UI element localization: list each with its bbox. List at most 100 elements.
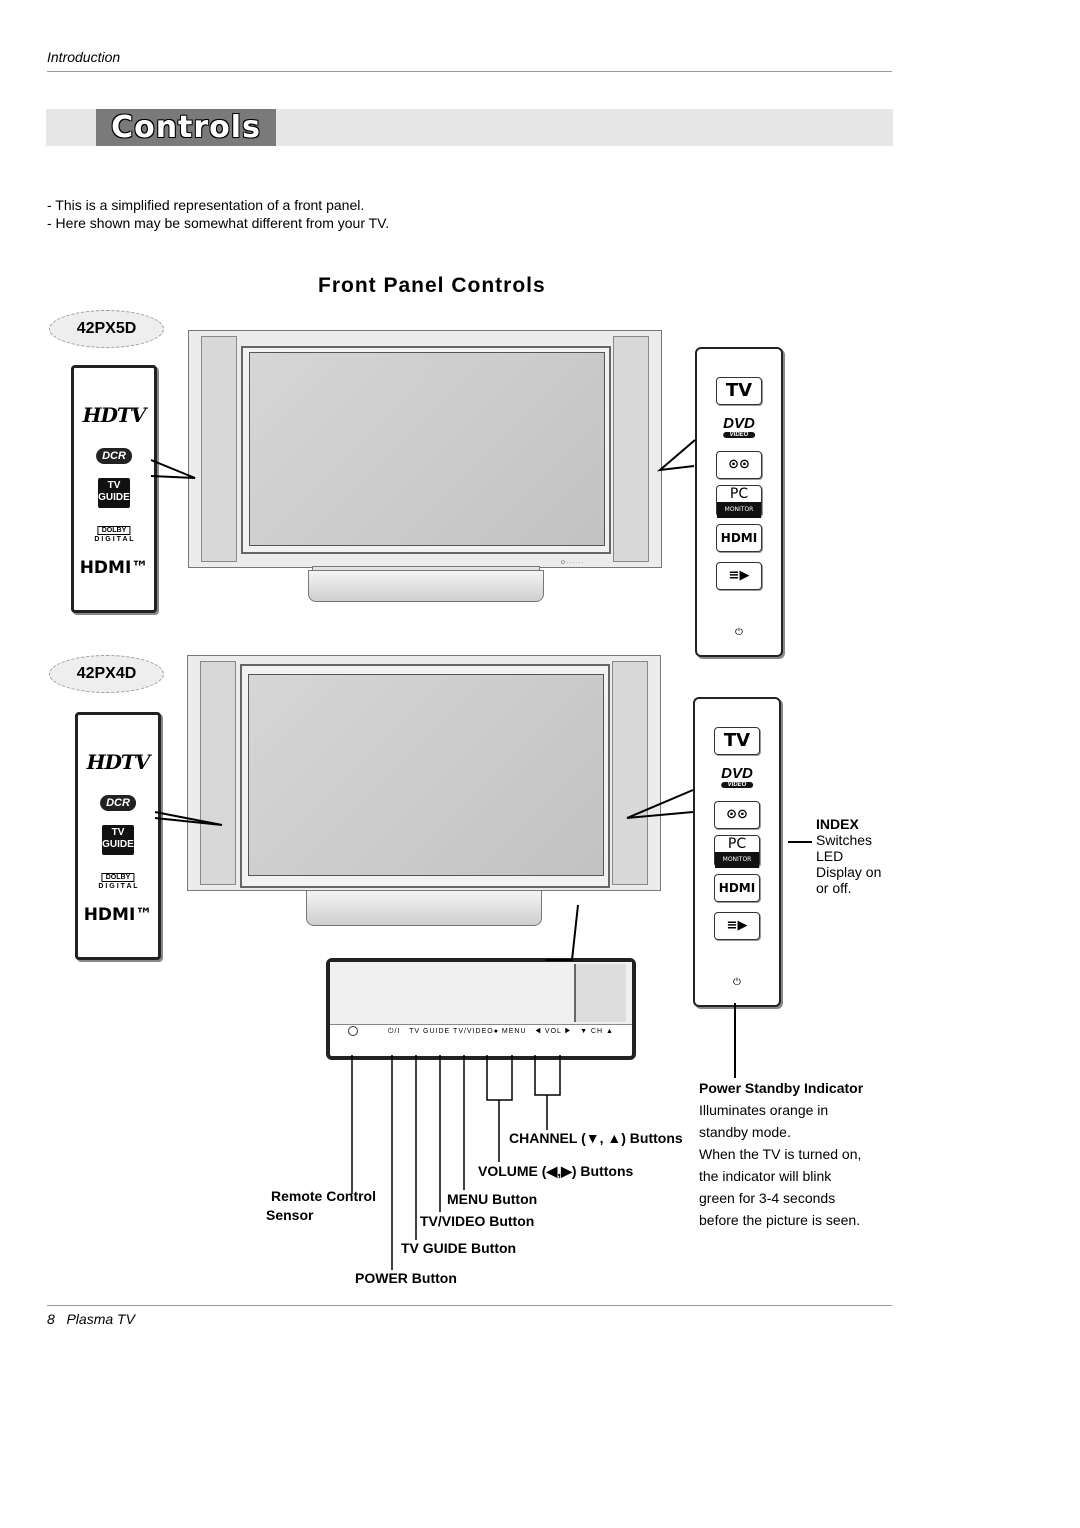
index-desc-line: Switches (816, 832, 873, 848)
hdtv-logo: HDTV (86, 750, 151, 774)
tvguide-logo-top: TV (111, 827, 125, 838)
note-line-2: - Here shown may be somewhat different f… (47, 215, 390, 231)
dolby-logo-text: DOLBY (101, 873, 135, 882)
panel-button-labels: ⏻/I TV GUIDE TV/VIDEO● MENU ◀ VOL ▶ ▼ CH… (388, 1028, 614, 1036)
vcr-button[interactable]: ⊙⊙ (714, 801, 760, 829)
model-badge-42px4d: 42PX4D (49, 655, 164, 693)
pc-button[interactable]: PC MONITOR (716, 485, 762, 518)
index-desc-line: Display on (816, 864, 882, 880)
button-strip-42px5d: TV DVD VIDEO ⊙⊙ PC MONITOR HDMI ≡▶ ⏻ (695, 347, 783, 657)
control-panel-zoom: ⏻/I TV GUIDE TV/VIDEO● MENU ◀ VOL ▶ ▼ CH… (326, 958, 636, 1060)
power-indicator-icon: ⏻ (733, 977, 741, 988)
dvd-logo-text: DVD (723, 415, 755, 432)
vol-label: ◀ VOL ▶ (535, 1028, 572, 1035)
tv-stand-base (308, 570, 544, 602)
component-button[interactable]: ≡▶ (714, 912, 760, 940)
power-standby-desc-line: before the picture is seen. (699, 1212, 861, 1228)
menu-label: MENU (501, 1028, 527, 1035)
tvvideo-label: TV/VIDEO● (453, 1028, 499, 1035)
tv-guide-button-label: TV GUIDE Button (401, 1240, 517, 1256)
ch-label: ▼ CH ▲ (580, 1028, 614, 1035)
footer: 8 Plasma TV (47, 1311, 135, 1327)
dvd-logo: DVD VIDEO (721, 765, 753, 788)
button-strip-42px4d: TV DVD VIDEO ⊙⊙ PC MONITOR HDMI ≡▶ ⏻ (693, 697, 781, 1007)
tvguide-logo: TV GUIDE (102, 825, 134, 855)
tvguide-logo: TV GUIDE (98, 478, 130, 508)
left-speaker (201, 336, 237, 562)
menu-button-label: MENU Button (447, 1191, 538, 1207)
footer-divider (47, 1305, 892, 1306)
panel-heading: Front Panel Controls (318, 274, 546, 297)
logo-strip-42px5d: HDTV DCR TV GUIDE DOLBY D I G I T A L HD… (71, 365, 157, 613)
tv-illustration-42px4d (187, 655, 661, 891)
pc-button-sub: MONITOR (717, 502, 761, 518)
right-speaker (612, 661, 648, 885)
tv-screen (248, 674, 604, 876)
tv-button[interactable]: TV (716, 377, 762, 405)
power-standby-description: Illuminates orange in standby mode. When… (699, 1099, 861, 1231)
dolby-logo-sub: D I G I T A L (94, 536, 134, 543)
page-title: Controls (96, 109, 276, 146)
hdmi-button[interactable]: HDMI (714, 874, 760, 902)
index-desc-line: or off. (816, 880, 852, 896)
index-desc-line: LED (816, 848, 844, 864)
dolby-logo-text: DOLBY (97, 526, 131, 535)
dvd-logo-sub: VIDEO (723, 432, 755, 438)
tv-screen (249, 352, 605, 546)
power-indicator-icon: ⏻ (735, 627, 743, 638)
power-standby-desc-line: When the TV is turned on, (699, 1146, 862, 1162)
section-label: Introduction (47, 49, 121, 65)
tvguide-logo-bottom: GUIDE (98, 492, 130, 503)
pc-button-sub: MONITOR (715, 852, 759, 868)
tvguide-label: TV GUIDE (409, 1028, 451, 1035)
page-number: 8 (47, 1311, 55, 1327)
tvguide-logo-top: TV (107, 480, 121, 491)
tv-illustration-42px5d: ⏻ · · · · · · (188, 330, 662, 568)
left-speaker (200, 661, 236, 885)
power-standby-desc-line: the indicator will blink (699, 1168, 832, 1184)
dcr-logo: DCR (100, 795, 136, 811)
power-standby-desc-line: green for 3-4 seconds (699, 1190, 836, 1206)
remote-sensor-label: Remote Control (271, 1188, 376, 1204)
model-badge-42px5d: 42PX5D (49, 310, 164, 348)
speaker-grille (574, 964, 626, 1022)
note-line-1: - This is a simplified representation of… (47, 197, 365, 213)
dvd-logo-sub: VIDEO (721, 782, 753, 788)
component-button[interactable]: ≡▶ (716, 562, 762, 590)
index-title: INDEX (816, 816, 859, 832)
hdmi-logo: HDMI™ (79, 558, 149, 578)
dcr-logo: DCR (96, 448, 132, 464)
remote-sensor-icon (348, 1026, 358, 1036)
pc-button-label: PC (729, 486, 749, 502)
product-name: Plasma TV (66, 1311, 135, 1327)
dvd-logo: DVD VIDEO (723, 415, 755, 438)
hdtv-logo: HDTV (82, 403, 147, 427)
tv-video-button-label: TV/VIDEO Button (420, 1213, 535, 1229)
power-label: ⏻/I (388, 1028, 401, 1035)
pc-button[interactable]: PC MONITOR (714, 835, 760, 868)
channel-buttons-label: CHANNEL (▼, ▲) Buttons (509, 1130, 683, 1146)
volume-buttons-label: VOLUME (◀,▶) Buttons (478, 1163, 634, 1179)
logo-strip-42px4d: HDTV DCR TV GUIDE DOLBY D I G I T A L HD… (75, 712, 161, 960)
tv-stand-base (306, 890, 542, 926)
tv-front-labels: ⏻ · · · · · · (561, 560, 584, 566)
tvguide-logo-bottom: GUIDE (102, 839, 134, 850)
hdmi-logo: HDMI™ (83, 905, 153, 925)
power-standby-desc-line: Illuminates orange in (699, 1102, 829, 1118)
index-description: Switches LED Display on or off. (816, 832, 881, 896)
power-standby-title: Power Standby Indicator (699, 1080, 864, 1096)
right-speaker (613, 336, 649, 562)
dvd-logo-text: DVD (721, 765, 753, 782)
power-standby-desc-line: standby mode. (699, 1124, 791, 1140)
dolby-logo: DOLBY D I G I T A L (94, 526, 134, 544)
pc-button-label: PC (727, 836, 747, 852)
dolby-logo-sub: D I G I T A L (98, 883, 138, 890)
remote-sensor-label-2: Sensor (266, 1207, 314, 1223)
tv-button[interactable]: TV (714, 727, 760, 755)
dolby-logo: DOLBY D I G I T A L (98, 873, 138, 891)
hdmi-button[interactable]: HDMI (716, 524, 762, 552)
power-button-label: POWER Button (355, 1270, 457, 1286)
header-divider (47, 71, 892, 72)
vcr-button[interactable]: ⊙⊙ (716, 451, 762, 479)
